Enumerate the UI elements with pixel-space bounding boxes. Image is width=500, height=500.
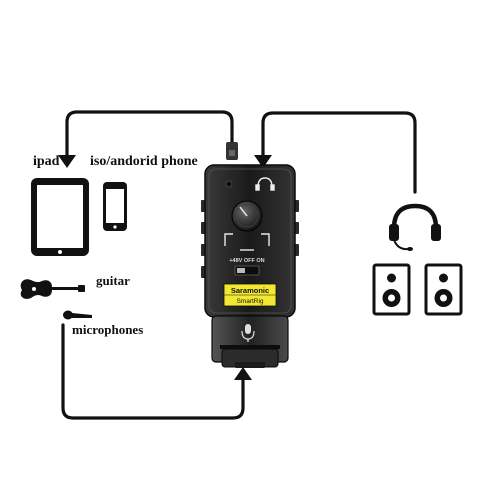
arrow-to-device-top — [254, 155, 272, 168]
phone-icon — [103, 182, 127, 231]
phantom-switch-text: +48V OFF ON — [229, 258, 264, 264]
model-name: SmartRig — [236, 298, 263, 305]
headphones-icon — [389, 203, 441, 251]
brand-name: Saramonic — [231, 286, 269, 295]
phantom-power-switch — [234, 265, 260, 276]
ipad-label: ipad — [33, 154, 60, 169]
microphone-icon — [63, 310, 92, 320]
mic-input-icon — [241, 324, 255, 342]
tablet-icon — [31, 178, 89, 256]
guitar-icon — [20, 279, 85, 299]
guitar-label: guitar — [96, 273, 130, 288]
arrow-to-device-bottom — [234, 367, 252, 380]
speaker-icon — [372, 263, 411, 316]
arrow-to-ipad — [58, 155, 76, 168]
speaker-icon — [424, 263, 463, 316]
brand-label: Saramonic SmartRig — [223, 283, 277, 307]
line-microphones-to-device — [61, 323, 245, 420]
headphone-jack-icon — [255, 177, 275, 191]
arrowheads — [58, 155, 272, 380]
phone-label: iso/andorid phone — [90, 154, 198, 169]
line-device-to-ipad — [65, 110, 234, 158]
microphones-label: microphones — [72, 322, 144, 337]
connection-lines — [61, 110, 417, 420]
line-headphones-to-device — [261, 111, 417, 194]
saramonic-smartrig-device: +48V OFF ON Saramonic SmartRig — [201, 142, 299, 368]
